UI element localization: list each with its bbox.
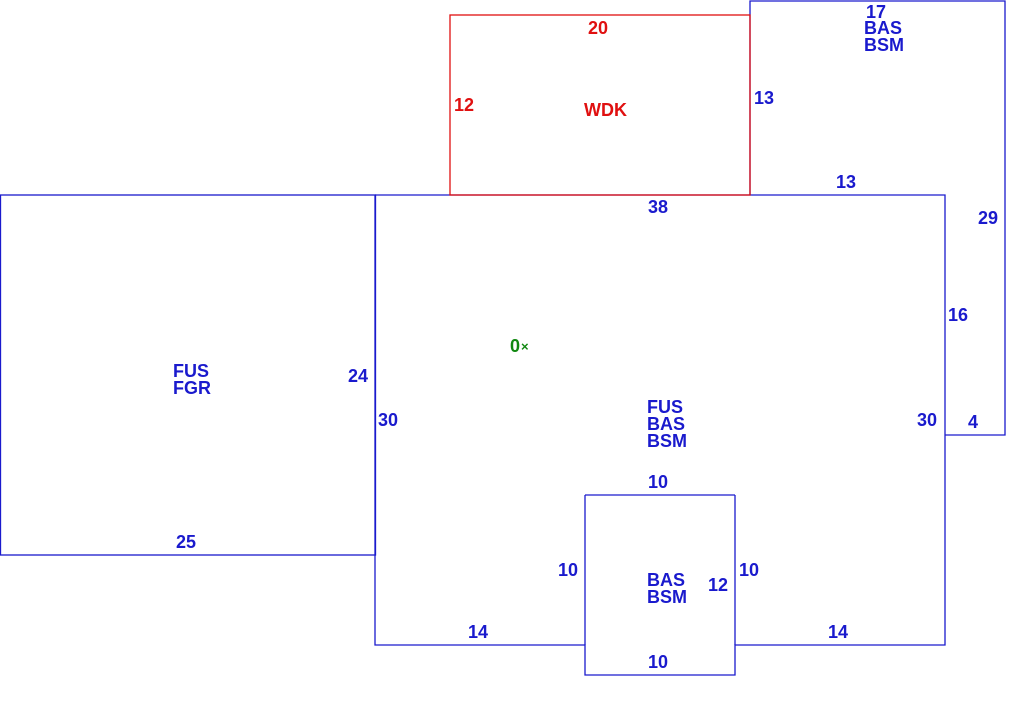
bump-out-code-2: BSM	[647, 587, 687, 607]
dim-wdk-left: 12	[454, 95, 474, 115]
garage-code-2: FGR	[173, 378, 211, 398]
deck-outline	[449, 14, 751, 196]
dim-garage-bottom: 25	[176, 532, 196, 552]
dim-right-wing-top: 17	[866, 2, 886, 22]
right-wing-outline	[749, 0, 1006, 436]
dim-wdk-top: 20	[588, 18, 608, 38]
dim-bump-top: 10	[648, 472, 668, 492]
dim-right-wing-right: 29	[978, 208, 998, 228]
dim-garage-right: 24	[348, 366, 368, 386]
dim-bump-inner: 12	[708, 575, 728, 595]
main-code-2: BAS	[647, 414, 685, 434]
dim-bump-bottom: 10	[648, 652, 668, 672]
dim-main-bottom-left: 14	[468, 622, 488, 642]
dim-right-wing-left: 13	[754, 88, 774, 108]
main-code-3: BSM	[647, 431, 687, 451]
dim-right-wing-bottom: 13	[836, 172, 856, 192]
dim-bump-right: 10	[739, 560, 759, 580]
main-outline	[374, 194, 946, 676]
dim-main-bottom-right: 14	[828, 622, 848, 642]
dim-bump-left: 10	[558, 560, 578, 580]
dim-main-left: 30	[378, 410, 398, 430]
right-wing-code-1: BAS	[864, 18, 902, 38]
dim-main-right-upper: 16	[948, 305, 968, 325]
deck-code: WDK	[584, 100, 627, 120]
origin-x-icon: ×	[521, 339, 529, 354]
right-wing-code-2: BSM	[864, 35, 904, 55]
bump-out-code-1: BAS	[647, 570, 685, 590]
dim-right-wing-step: 4	[968, 412, 978, 432]
dim-main-right: 30	[917, 410, 937, 430]
garage-code-1: FUS	[173, 361, 209, 381]
origin-label: 0	[510, 336, 520, 356]
dim-main-top: 38	[648, 197, 668, 217]
main-code-1: FUS	[647, 397, 683, 417]
